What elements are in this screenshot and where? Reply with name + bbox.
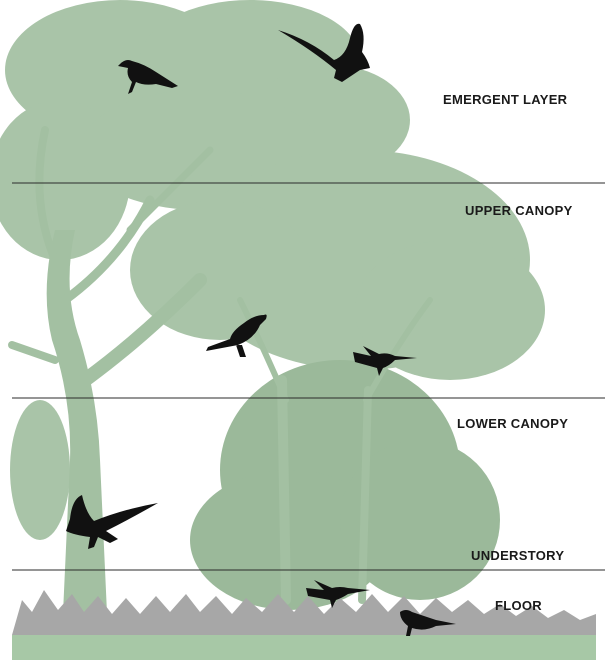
label-understory: UNDERSTORY xyxy=(471,548,564,563)
ground-strip xyxy=(12,635,596,660)
label-floor: FLOOR xyxy=(495,598,542,613)
label-emergent-layer: EMERGENT LAYER xyxy=(443,92,567,107)
label-upper-canopy: UPPER CANOPY xyxy=(465,203,573,218)
label-lower-canopy: LOWER CANOPY xyxy=(457,416,568,431)
